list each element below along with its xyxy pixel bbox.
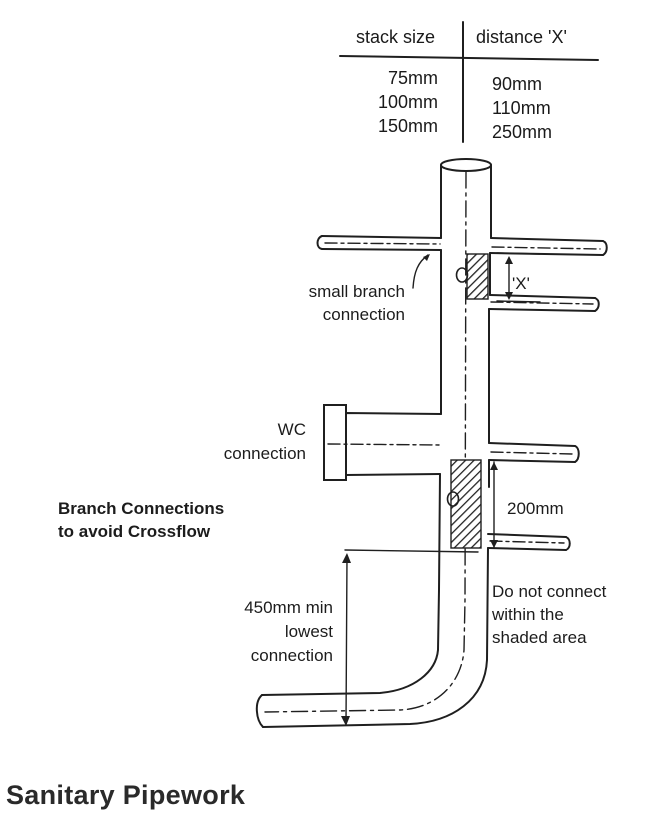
min-450-label-line1: 450mm min — [244, 598, 333, 617]
branch-connections-heading-line2: to avoid Crossflow — [58, 522, 211, 541]
wc-label-line1: WC — [277, 420, 306, 439]
branch-connections-heading-line1: Branch Connections — [58, 499, 225, 518]
min-450-label-line2: lowest — [284, 622, 333, 641]
small-branch-label-line2: connection — [322, 305, 405, 324]
no-connect-label-line2: within the — [492, 605, 564, 624]
no-connect-label-line1: Do not connect — [492, 582, 607, 601]
table-cell-stack-2: 150mm — [377, 116, 438, 136]
table-header-distance-x: distance 'X' — [476, 27, 567, 47]
table-rule — [339, 55, 599, 61]
upper-left-branch — [321, 235, 442, 251]
drain-pipe-end — [255, 694, 264, 728]
no-connect-label-line3: shaded area — [492, 628, 587, 647]
dim-200-label: 200mm — [507, 499, 564, 518]
small-branch-label-line1: small branch — [308, 282, 405, 301]
shaded-area-upper — [466, 253, 489, 300]
stack-left-wall — [261, 473, 441, 696]
small-branch-leader — [412, 254, 429, 289]
table-cell-stack-0: 75mm — [387, 68, 438, 88]
branch-centre-marker-upper — [455, 267, 469, 283]
bottom-right-branch — [487, 533, 567, 551]
page-title: Sanitary Pipework — [6, 780, 246, 810]
min-450-label-line3: connection — [250, 646, 333, 665]
stack-right-wall — [262, 547, 489, 728]
table-cell-distance-0: 90mm — [492, 74, 543, 94]
table-header-stack-size: stack size — [356, 27, 436, 47]
table-cell-distance-2: 250mm — [492, 122, 553, 142]
dim-450-line — [345, 555, 348, 725]
table-cell-distance-1: 110mm — [492, 98, 551, 118]
wc-label-line2: connection — [223, 444, 306, 463]
stack-centreline — [264, 171, 467, 713]
branch-centre-marker-lower — [446, 491, 460, 507]
wc-flange — [323, 404, 347, 481]
lower-right-branch — [488, 442, 576, 463]
table-cell-stack-1: 100mm — [377, 92, 438, 112]
shaded-area-lower — [450, 459, 482, 549]
x-dimension-label: 'X' — [512, 274, 530, 293]
upper-right-branch — [489, 237, 604, 256]
stack-top-cap — [440, 158, 492, 172]
